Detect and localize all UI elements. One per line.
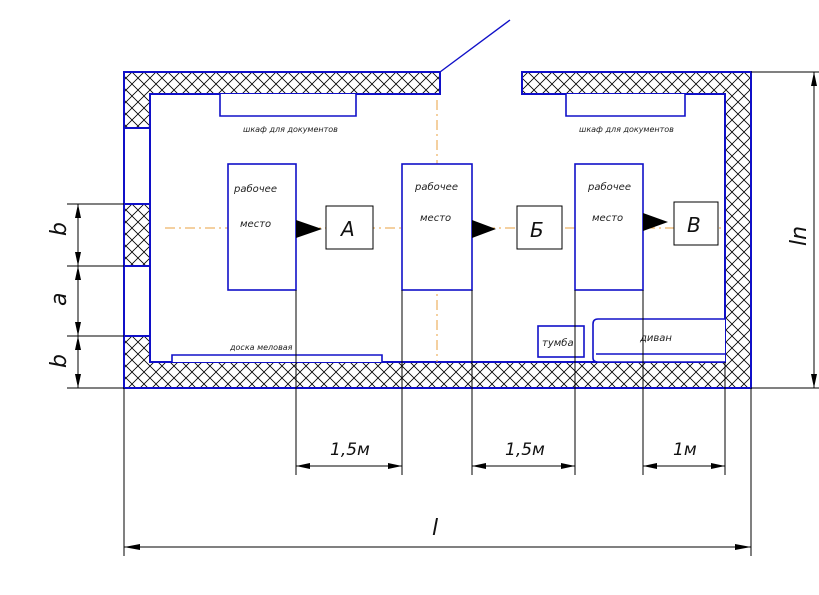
chalkboard xyxy=(171,354,383,362)
dim-total: l xyxy=(432,516,438,541)
workplace-3-line2: место xyxy=(592,213,623,224)
dim-right-height: ln xyxy=(787,226,812,246)
nightstand xyxy=(537,325,585,358)
sofa xyxy=(592,318,725,363)
monitor-b-label: Б xyxy=(530,218,544,242)
monitor-a-label: А xyxy=(339,217,355,241)
cabinet-left-label: шкаф для документов xyxy=(243,125,338,134)
monitor-b xyxy=(516,205,563,250)
dim-spacing-2: 1,5м xyxy=(505,440,545,460)
dim-spacing-3: 1м xyxy=(673,440,697,460)
pointer-v-icon xyxy=(643,213,668,231)
dim-left-b-top: b xyxy=(47,222,72,236)
dim-spacing-1: 1,5м xyxy=(330,440,370,460)
monitor-v-label: В xyxy=(687,213,701,237)
workplace-3-line1: рабочее xyxy=(587,181,631,193)
workplace-1-line1: рабочее xyxy=(233,183,277,195)
cabinet-right xyxy=(565,94,686,117)
workplace-1-line2: место xyxy=(240,219,271,230)
nightstand-label: тумба xyxy=(542,337,574,349)
pointer-a-icon xyxy=(296,220,322,238)
dimensions-right xyxy=(751,71,819,389)
wall-left-pier xyxy=(123,203,151,267)
monitor-a xyxy=(325,205,374,250)
dim-left-b-bottom: b xyxy=(47,354,72,368)
walls xyxy=(123,71,752,389)
workplace-2-line1: рабочее xyxy=(414,181,458,193)
chalkboard-label: доска меловая xyxy=(229,343,293,352)
dim-left-a: a xyxy=(47,293,72,306)
pointer-b-icon xyxy=(472,220,496,238)
monitor-v xyxy=(673,201,719,246)
window-bottom xyxy=(123,265,151,337)
workplace-2-line2: место xyxy=(420,213,451,224)
dimensions-total xyxy=(123,388,752,556)
dimensions-spacing xyxy=(295,290,726,475)
cabinet-left xyxy=(219,94,357,117)
window-top xyxy=(123,127,151,205)
dimensions-left xyxy=(67,203,124,389)
door-leaf xyxy=(439,19,511,73)
cabinet-right-label: шкаф для документов xyxy=(579,125,674,134)
sofa-label: диван xyxy=(639,333,672,344)
